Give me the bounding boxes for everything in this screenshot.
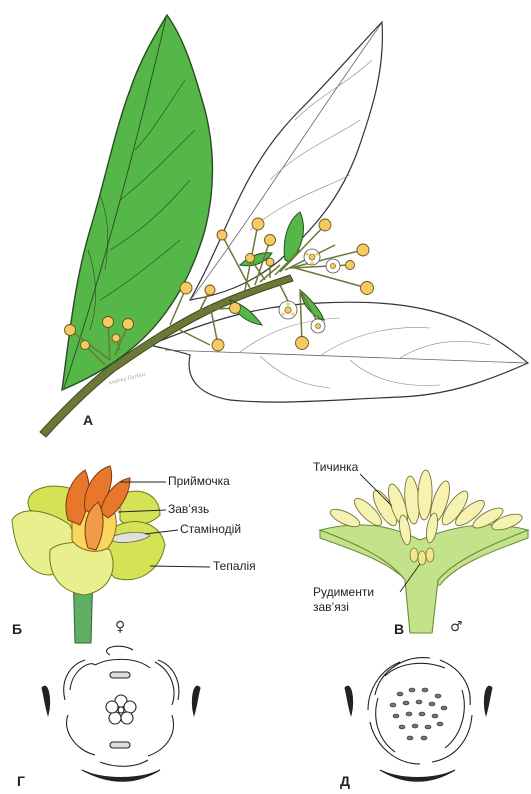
bud — [180, 282, 192, 294]
label-stamen: Тичинка — [313, 460, 358, 474]
receptacle-body — [320, 525, 528, 633]
bud — [112, 334, 120, 342]
open-flower — [311, 319, 325, 333]
stamen-dots — [390, 688, 447, 740]
bud — [123, 319, 134, 330]
bract-right — [484, 686, 492, 715]
bract-left — [345, 686, 353, 715]
mars-symbol-icon: ♂ — [450, 619, 463, 635]
staminode-diagram — [110, 672, 130, 678]
panel-letter-b: Б — [12, 621, 22, 637]
open-flower — [326, 259, 340, 273]
panel-v-male-flower — [320, 470, 528, 633]
bud — [346, 261, 355, 270]
bract-left — [42, 686, 50, 715]
panel-a-branch — [40, 15, 528, 437]
label-rudiment-line1: Рудименти — [313, 585, 374, 599]
white-leaf-lower — [150, 302, 528, 402]
bract-bottom — [82, 770, 160, 781]
label-ovary: Зав’язь — [168, 502, 209, 516]
label-tepal: Тепалія — [213, 559, 256, 573]
open-flower — [279, 301, 297, 319]
label-rudiment-line2: зав’язі — [313, 600, 349, 614]
panel-letter-g: Г — [17, 773, 25, 789]
open-flower — [304, 249, 320, 265]
tepal-whorl — [363, 657, 473, 767]
panel-g-floral-diagram — [42, 646, 200, 781]
label-staminode: Стамінодій — [180, 522, 241, 536]
bud — [296, 337, 309, 350]
panel-letter-a: А — [83, 412, 93, 428]
bud — [265, 235, 276, 246]
bud — [212, 339, 224, 351]
venus-symbol-icon: ♀ — [115, 619, 125, 635]
bud — [266, 258, 274, 266]
bud — [81, 341, 90, 350]
gynoecium-diagram — [106, 695, 136, 724]
panel-b-female-flower — [12, 466, 210, 643]
bud — [230, 303, 241, 314]
panel-letter-v: В — [394, 621, 404, 637]
bud — [103, 317, 114, 328]
bud — [357, 244, 369, 256]
bud — [205, 285, 215, 295]
bud — [217, 230, 227, 240]
panel-d-floral-diagram — [345, 657, 492, 781]
staminode-diagram — [110, 742, 130, 748]
label-stigma: Приймочка — [168, 474, 230, 488]
bract-bottom — [380, 770, 455, 781]
bud — [65, 325, 76, 336]
bud — [252, 218, 264, 230]
panel-letter-d: Д — [340, 773, 350, 789]
bract-right — [192, 686, 200, 715]
bud — [361, 282, 374, 295]
bud — [246, 254, 255, 263]
bud — [319, 219, 331, 231]
